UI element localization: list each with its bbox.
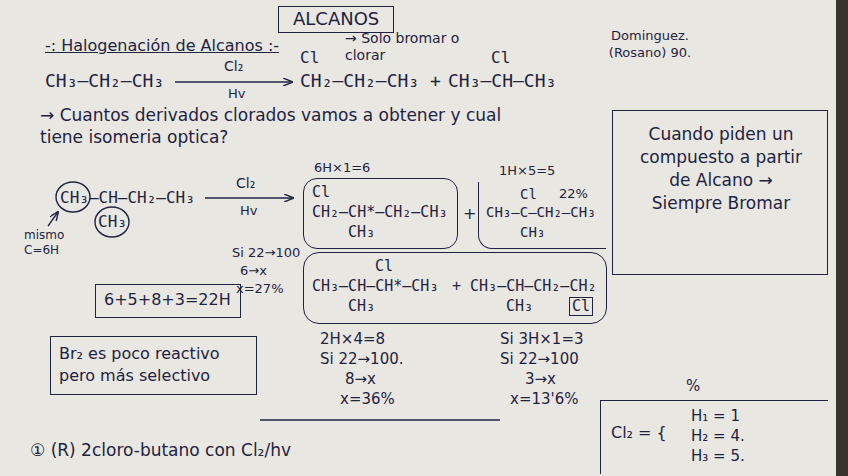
note-text: Cl₂	[224, 58, 243, 75]
note-text: Si 22→100	[232, 245, 300, 261]
circle-mark	[95, 207, 129, 237]
note-text: CH₂–CH₂–CH₃	[300, 70, 419, 92]
box-text: Cl₂ = {	[611, 423, 667, 442]
note-text: CH₃	[98, 212, 127, 231]
note-text: CH₃–CH–CH₂–CH₃	[60, 188, 195, 207]
note-text: 3→x	[525, 370, 556, 388]
note-text: x=13'6%	[510, 390, 578, 408]
box-text: H₁ = 1	[691, 407, 740, 425]
note-text: x=36%	[340, 390, 395, 408]
note-text: 2H×4=8	[320, 330, 385, 348]
box-text: 22%	[559, 186, 588, 202]
box-text: H₂ = 4.	[691, 427, 745, 445]
note-box: 6+5+8+3=22H	[95, 284, 241, 318]
box-text: Cl	[569, 297, 593, 316]
note-box: Br₂ es poco reactivo pero más selectivo	[50, 336, 257, 395]
box-text: 6H×1=6	[314, 160, 370, 176]
note-text: mismo C=6H	[24, 228, 80, 258]
note-text: → Cuantos derivados clorados vamos a obt…	[40, 104, 520, 148]
box-text: CH₃	[506, 297, 533, 315]
note-text: x=27%	[236, 281, 283, 297]
box-text: CH₃	[520, 224, 545, 241]
note-box: ClCH₃–CH–CH*–CH₃CH₃+ CH₃–CH–CH₂–CH₂CH₃Cl	[303, 252, 607, 324]
box-text: 1H×5=5	[499, 163, 555, 179]
note-text: → Solo bromar o clorar	[345, 30, 460, 64]
note-box: %Cl₂ = {H₁ = 1H₂ = 4.H₃ = 5.	[600, 400, 828, 474]
page-title: ALCANOS	[278, 6, 394, 33]
note-text: CH₃–CH–CH₃	[448, 70, 556, 92]
box-text: CH₃–CH–CH*–CH₃	[312, 277, 438, 295]
note-text: Si 22→100	[500, 350, 579, 368]
note-box: Cuando piden un compuesto a partir de Al…	[612, 110, 828, 275]
note-text: Hv	[228, 86, 245, 102]
note-text: +	[463, 204, 476, 223]
note-text: ① (R) 2cloro-butano con Cl₂/hv	[30, 440, 291, 460]
box-text: 6+5+8+3=22H	[104, 290, 231, 309]
divider-line	[260, 419, 500, 420]
box-text: Cl	[375, 257, 393, 275]
box-text: %	[686, 377, 700, 395]
note-text: Cl₂	[236, 175, 255, 192]
reaction-arrow	[205, 197, 293, 199]
box-text: Cl	[312, 183, 330, 201]
note-text: Si 3H×1=3	[500, 330, 584, 348]
box-text: CH₃	[348, 297, 375, 315]
note-text: Hv	[240, 203, 257, 219]
note-text: +	[430, 70, 441, 92]
note-text: Cl	[491, 48, 510, 67]
box-text: Cuando piden un compuesto a partir de Al…	[633, 123, 809, 215]
note-text: -: Halogenación de Alcanos :-	[45, 36, 279, 55]
note-text: Dominguez. (Rosano) 90.	[595, 28, 705, 62]
note-text: Si 22→100.	[320, 350, 404, 368]
box-text: CH₃–C–CH₂–CH₃	[486, 204, 596, 221]
note-text: CH₃–CH₂–CH₃	[45, 70, 164, 92]
box-text: CH₂–CH*–CH₂–CH₃	[312, 203, 447, 221]
note-text: 8→x	[345, 370, 376, 388]
box-text: CH₃	[348, 223, 375, 241]
note-box: 1H×5=5Cl22%CH₃–C–CH₂–CH₃CH₃	[478, 182, 606, 249]
pointer-arrow	[48, 212, 58, 226]
box-text: + CH₃–CH–CH₂–CH₂	[452, 277, 597, 295]
reaction-arrow	[175, 81, 292, 83]
box-text: Br₂ es poco reactivo pero más selectivo	[59, 343, 247, 386]
note-text: 6→x	[240, 263, 267, 279]
note-text: Cl	[300, 48, 319, 67]
box-text: H₃ = 5.	[691, 447, 745, 465]
note-box: 6H×1=6ClCH₂–CH*–CH₂–CH₃CH₃	[303, 178, 458, 249]
box-text: Cl	[520, 186, 537, 203]
photo-edge	[836, 0, 848, 476]
